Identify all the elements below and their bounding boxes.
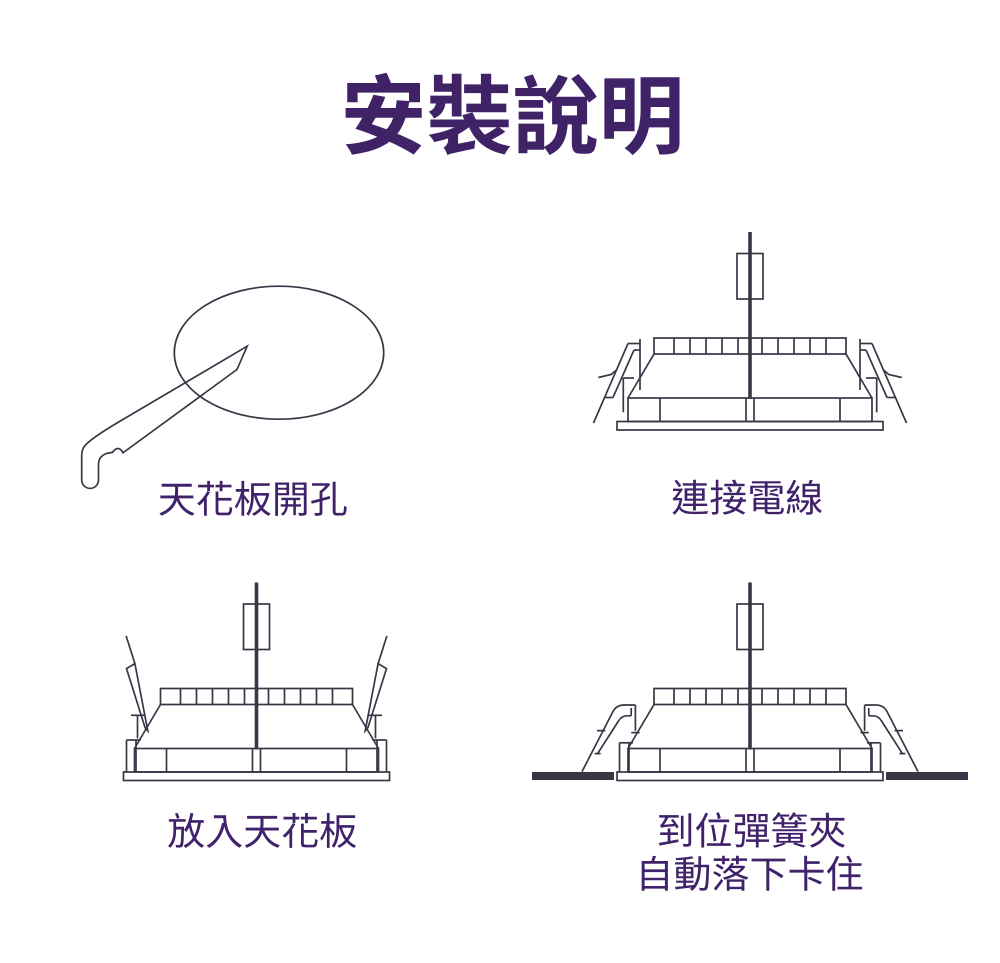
step-label-insert-into-ceiling-glyphs — [168, 812, 357, 848]
step-panel-insert-into-ceiling — [121, 580, 392, 848]
downlight-installed-in-ceiling-clips-clamped-icon — [532, 580, 968, 783]
ceiling-cutout-hole-with-cutter-icon — [80, 285, 385, 490]
page-title — [345, 72, 680, 156]
downlight-spring-clips-folded-up-icon — [121, 580, 392, 783]
ceiling-board-left — [532, 772, 614, 780]
right-spring-clip — [364, 635, 388, 773]
step-label-insert-into-ceiling — [168, 812, 357, 848]
left-spring-clip — [581, 704, 641, 773]
cutter-tool-outline — [80, 344, 250, 490]
downlight-body-drawing — [615, 230, 885, 432]
step-label-connect-wires — [672, 479, 822, 515]
step-label-cut-hole — [159, 480, 347, 516]
downlight-body-drawing — [121, 580, 392, 783]
step-panel-cut-hole — [80, 285, 385, 516]
left-spring-clip — [592, 338, 641, 424]
right-spring-clip — [859, 704, 919, 773]
artwork-layer — [80, 72, 968, 891]
ceiling-hole-ellipse — [173, 285, 385, 421]
step-panel-clips-lock — [532, 580, 968, 891]
downlight-with-wire-clips-out-icon — [592, 230, 908, 432]
step-label-clips-lock-line1-glyphs — [658, 812, 845, 848]
step-label-connect-wires-glyphs — [672, 479, 822, 515]
step-label-cut-hole-glyphs — [159, 480, 347, 516]
step-panel-connect-wires — [592, 230, 908, 515]
right-spring-clip — [859, 338, 908, 424]
downlight-body-drawing — [615, 580, 885, 783]
step-label-clips-lock-line2-glyphs — [641, 855, 863, 891]
ceiling-board-right — [886, 772, 968, 780]
left-spring-clip — [125, 635, 149, 773]
step-label-clips-lock — [641, 812, 863, 891]
page-title-glyphs — [345, 72, 680, 156]
